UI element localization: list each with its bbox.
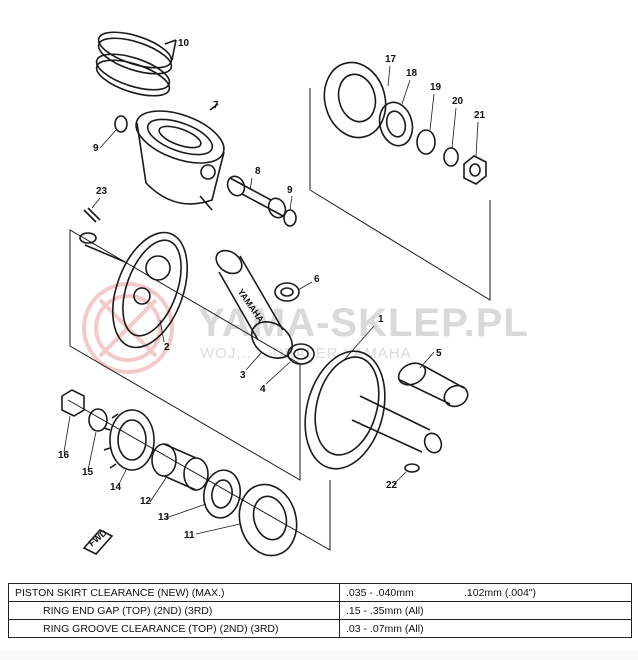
spec-label: RING GROOVE CLEARANCE (TOP) (2ND) (3RD) <box>8 619 340 638</box>
fwd-arrow <box>82 529 114 555</box>
crank-half-left <box>69 229 301 481</box>
callout-19: 19 <box>430 82 442 93</box>
callout-14: 14 <box>110 482 122 493</box>
nut-16 <box>61 389 85 417</box>
watermark-subtitle: WOJ... ...DEALER YAMAHA <box>200 345 412 362</box>
piston <box>135 103 225 205</box>
callout-3: 3 <box>240 370 246 381</box>
callout-10: 10 <box>178 38 190 49</box>
spec-label: PISTON SKIRT CLEARANCE (NEW) (MAX.) <box>8 583 340 602</box>
washer-15 <box>88 408 108 432</box>
needle-bearing-large <box>287 343 315 365</box>
callout-18: 18 <box>406 68 418 79</box>
callout-20: 20 <box>452 96 464 107</box>
washer-19 <box>416 129 436 155</box>
callout-9-right: 9 <box>287 185 293 196</box>
callout-22: 22 <box>386 480 398 491</box>
callout-7: 7 <box>213 100 219 111</box>
callout-5: 5 <box>436 348 442 359</box>
spec-row: PISTON SKIRT CLEARANCE (NEW) (MAX.) .035… <box>8 583 632 602</box>
washer-20 <box>443 147 459 167</box>
callout-17: 17 <box>385 54 397 65</box>
watermark-logo <box>82 282 174 374</box>
bearing-left <box>238 483 298 557</box>
bearing-group-frame-right <box>309 88 491 301</box>
callout-12: 12 <box>140 496 152 507</box>
watermark-title: YAMA-SKLEP.PL <box>198 301 529 345</box>
callout-9-left: 9 <box>93 143 99 154</box>
callout-16: 16 <box>58 450 70 461</box>
spec-row: RING END GAP (TOP) (2ND) (3RD) .15 - .35… <box>8 601 632 620</box>
piston-rings <box>95 31 177 97</box>
woodruff-key <box>404 463 420 473</box>
callout-21: 21 <box>474 110 486 121</box>
nut-21 <box>463 155 487 185</box>
footer-strip <box>0 650 638 660</box>
oil-seal-right <box>378 101 414 147</box>
needle-bearing-small <box>274 282 300 302</box>
spacer <box>397 362 469 408</box>
crank-pin-small <box>83 207 101 223</box>
crank-half-right <box>304 350 443 470</box>
leader-lines <box>63 65 479 535</box>
spec-row: RING GROOVE CLEARANCE (TOP) (2ND) (3RD) … <box>8 619 632 638</box>
callout-13: 13 <box>158 512 170 523</box>
spec-value-cell: .03 - .07mm (All) <box>339 619 632 638</box>
callout-11: 11 <box>184 530 195 541</box>
piston-pin <box>226 175 287 219</box>
exploded-parts-diagram: YAMA-SKLEP.PL WOJ... ...DEALER YAMAHA <box>58 31 529 557</box>
spec-value-1: .15 - .35mm (All) <box>346 604 424 617</box>
bearing-right <box>323 61 387 139</box>
callout-2: 2 <box>164 342 170 353</box>
callout-8: 8 <box>255 166 261 177</box>
watermark: YAMA-SKLEP.PL WOJ... ...DEALER YAMAHA <box>82 282 529 374</box>
circlip-left <box>114 115 128 133</box>
spec-label: RING END GAP (TOP) (2ND) (3RD) <box>8 601 340 620</box>
specification-table: PISTON SKIRT CLEARANCE (NEW) (MAX.) .035… <box>8 583 632 638</box>
spec-value-2: .102mm (.004") <box>464 586 537 599</box>
spec-value-cell: .15 - .35mm (All) <box>339 601 632 620</box>
connecting-rod <box>199 195 294 359</box>
fwd-label: FWD <box>87 527 110 548</box>
callout-23: 23 <box>96 186 108 197</box>
spec-value-cell: .035 - .040mm .102mm (.004") <box>339 583 632 602</box>
primary-gear <box>103 409 155 471</box>
oil-seal-13 <box>202 469 242 519</box>
spec-value-1: .035 - .040mm <box>346 586 414 599</box>
callout-4: 4 <box>260 384 266 395</box>
spec-value-1: .03 - .07mm (All) <box>346 622 424 635</box>
callout-labels: 1 2 3 4 5 6 7 8 9 9 10 11 12 13 14 15 16… <box>58 38 486 541</box>
callout-6: 6 <box>314 274 320 285</box>
callout-1: 1 <box>378 314 384 325</box>
callout-15: 15 <box>82 467 94 478</box>
collar-12 <box>151 443 209 491</box>
